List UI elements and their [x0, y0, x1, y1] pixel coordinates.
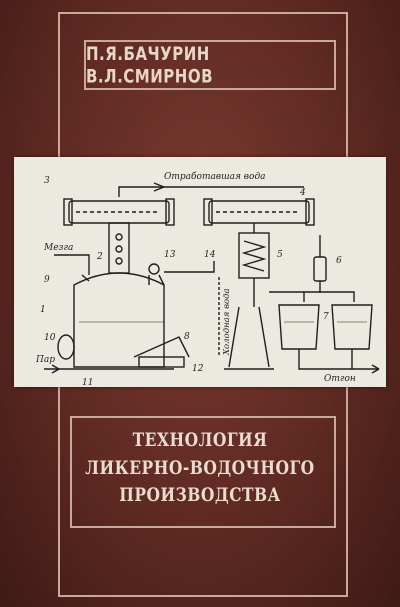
number-1: 1 [40, 305, 46, 315]
apparatus-diagram: Отработавшая вода 3 4 2 1 10 [14, 157, 386, 387]
number-10: 10 [44, 333, 56, 343]
sight-glass-10 [57, 334, 75, 360]
spent-water-pipe [118, 186, 304, 197]
distillation-diagram-svg: Отработавшая вода 3 4 2 1 10 [35, 171, 380, 387]
title-line-1: ТЕХНОЛОГИЯ [132, 428, 268, 451]
support-8 [133, 336, 190, 358]
number-5: 5 [277, 250, 283, 260]
number-7: 7 [323, 312, 329, 322]
number-4: 4 [299, 188, 306, 198]
column-2 [108, 222, 130, 274]
distillate-pipe [298, 349, 379, 370]
authors-text: П.Я.БАЧУРИН В.Л.СМИРНОВ [86, 42, 214, 88]
valve-13 [148, 263, 160, 275]
lantern-6 [313, 256, 327, 282]
number-12: 12 [192, 364, 204, 374]
authors-panel: П.Я.БАЧУРИН В.Л.СМИРНОВ [84, 40, 336, 90]
receiver-7b [331, 304, 373, 350]
number-3: 3 [44, 176, 50, 186]
title-line-2: ЛИКЕРНО-ВОДОЧНОГО [85, 456, 315, 479]
arrow-icon [153, 182, 165, 192]
number-13: 13 [164, 250, 176, 260]
number-8: 8 [184, 332, 190, 342]
condenser-4 [208, 200, 310, 224]
receiver-7a [278, 304, 320, 350]
label-distillate: Отгон [324, 374, 356, 384]
label-cold-water: Холодная вода [222, 288, 232, 356]
number-14: 14 [204, 250, 216, 260]
title-line-3: ПРОИЗВОДСТВА [119, 483, 281, 506]
label-steam: Пар [35, 355, 55, 365]
label-pomace: Мезга [43, 243, 73, 253]
arrow-icon [51, 364, 60, 374]
number-6: 6 [336, 256, 342, 266]
title-panel [70, 416, 336, 528]
number-2: 2 [96, 252, 103, 262]
number-11: 11 [82, 378, 93, 387]
arrow-icon [371, 364, 380, 374]
still-vessel-1 [73, 272, 165, 368]
stand [224, 306, 274, 370]
pomace-inlet [54, 254, 90, 275]
number-9: 9 [44, 275, 50, 285]
label-spent-water: Отработавшая вода [164, 171, 266, 182]
